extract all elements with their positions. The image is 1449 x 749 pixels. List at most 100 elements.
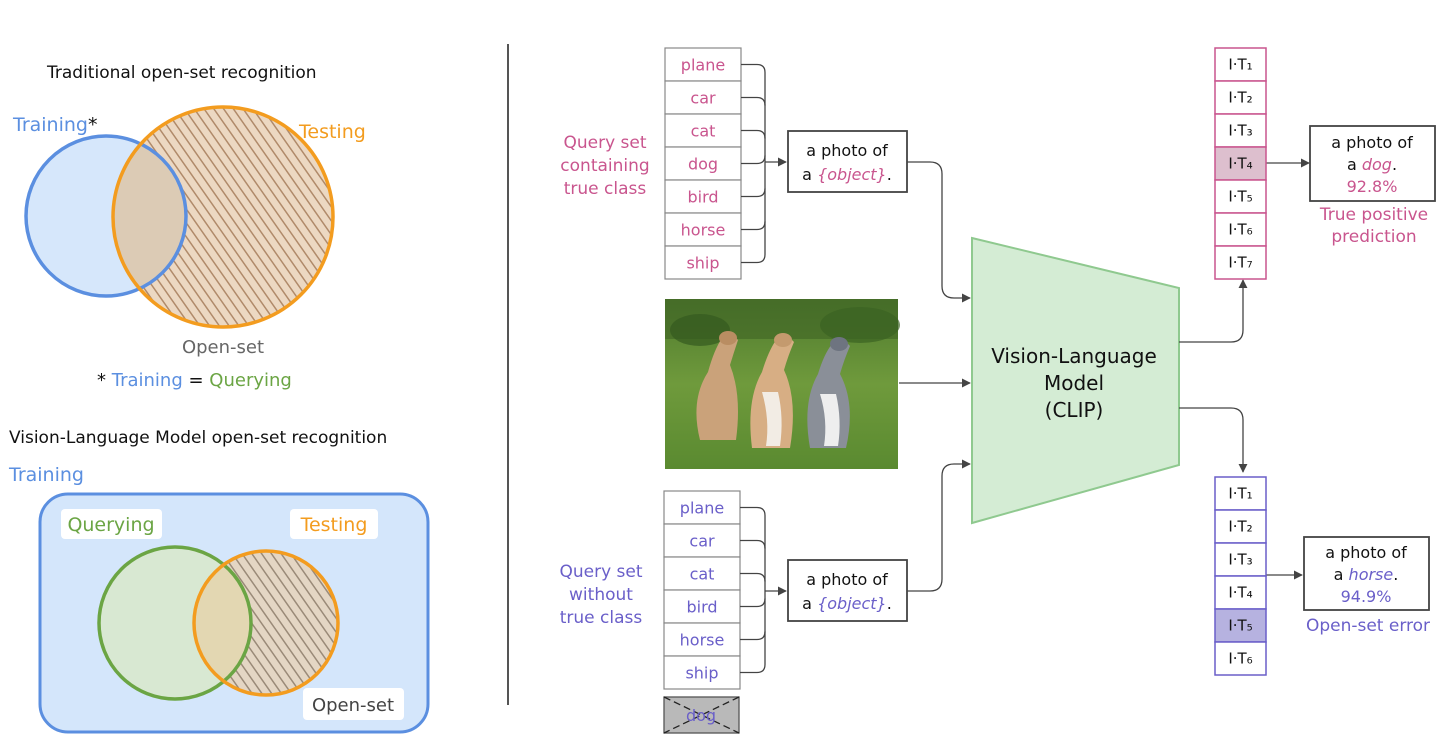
testing-circle <box>111 105 335 329</box>
bottom-score-label: I·T₄ <box>1228 584 1252 602</box>
traditional-footnote: * Training = Querying <box>97 370 292 391</box>
top-score-cell <box>1214 80 1267 115</box>
svg-text:Model: Model <box>1044 371 1104 395</box>
bottom-class-label: bird <box>686 598 717 617</box>
bottom-score-cell <box>1214 476 1267 511</box>
bottom-class-label: cat <box>690 565 715 584</box>
top-class-label: bird <box>687 188 718 207</box>
top-result-line1: a photo of <box>1331 133 1413 152</box>
open-set-label-bg <box>303 688 404 720</box>
bottom-score-cell <box>1214 608 1267 643</box>
bottom-class-label: plane <box>680 499 724 518</box>
top-class-label: horse <box>681 221 726 240</box>
querying-label-bg <box>61 509 162 539</box>
bottom-result-pct: 94.9% <box>1341 587 1392 606</box>
removed-class-box: dog <box>663 696 740 734</box>
vlm-open-set-label: Open-set <box>312 695 394 716</box>
top-score-column: I·T₁ I·T₂ I·T₃ I·T₄ I·T₅ I·T₆ I·T₇ <box>1214 47 1267 280</box>
top-score-label: I·T₁ <box>1228 56 1252 74</box>
training-circle <box>24 134 188 298</box>
bottom-class-list: plane car cat bird horse ship <box>663 490 741 690</box>
top-score-cell <box>1214 113 1267 148</box>
vlm-testing-label: Testing <box>300 514 368 536</box>
traditional-venn <box>24 105 335 329</box>
top-class-brackets <box>741 63 787 264</box>
top-score-label: I·T₂ <box>1228 89 1252 107</box>
bottom-score-cell <box>1214 641 1267 676</box>
bottom-score-label: I·T₂ <box>1228 518 1252 536</box>
removed-class-label: dog <box>686 706 716 725</box>
top-class-cell <box>664 47 742 82</box>
bottom-class-label: car <box>689 532 715 551</box>
vlm-testing-circle <box>192 549 340 697</box>
top-class-cell <box>664 113 742 148</box>
vlm-venn <box>97 545 340 701</box>
bottom-result-line1: a photo of <box>1325 543 1407 562</box>
bottom-result-line2: a horse. <box>1334 565 1399 584</box>
top-prompt-line1: a photo of <box>806 141 888 160</box>
top-class-label: ship <box>686 254 719 273</box>
bottom-class-label: ship <box>685 664 718 683</box>
top-class-cell <box>664 179 742 214</box>
top-score-label: I·T₅ <box>1228 188 1252 206</box>
vlm-querying-label: Querying <box>67 514 154 536</box>
top-score-cell <box>1214 47 1267 82</box>
svg-text:true class: true class <box>560 608 643 628</box>
svg-text:containing: containing <box>560 156 649 176</box>
bottom-query-label: Query set without true class <box>559 562 642 628</box>
top-query-label: Query set containing true class <box>560 133 649 199</box>
svg-text:true class: true class <box>564 179 647 199</box>
traditional-training-label: Training* <box>12 114 97 136</box>
top-score-cell <box>1214 212 1267 247</box>
connectors <box>899 158 1310 592</box>
traditional-title: Traditional open-set recognition <box>46 63 317 83</box>
bottom-score-label: I·T₆ <box>1228 650 1252 668</box>
traditional-open-set-label: Open-set <box>182 337 264 358</box>
svg-text:without: without <box>569 585 633 605</box>
dog-photo <box>665 299 900 469</box>
top-score-label: I·T₇ <box>1228 254 1252 272</box>
bottom-prompt-line2: a {object}. <box>802 594 892 613</box>
svg-text:(CLIP): (CLIP) <box>1045 398 1104 422</box>
top-prompt-line2: a {object}. <box>802 165 892 184</box>
querying-circle <box>97 545 253 701</box>
vlm-model-trapezoid <box>971 236 1180 525</box>
top-score-cell <box>1214 245 1267 280</box>
svg-text:Query set: Query set <box>559 562 642 582</box>
bottom-class-cell <box>663 589 741 624</box>
top-score-label: I·T₆ <box>1228 221 1252 239</box>
top-result-pct: 92.8% <box>1347 177 1398 196</box>
top-class-label: dog <box>688 155 718 174</box>
bottom-class-cell <box>663 556 741 591</box>
bottom-caption: Open-set error <box>1306 616 1430 636</box>
top-class-cell <box>664 245 742 280</box>
top-caption-line1: True positive <box>1319 205 1428 225</box>
traditional-testing-label: Testing <box>298 121 366 143</box>
bottom-class-label: horse <box>680 631 725 650</box>
top-class-label: car <box>690 89 716 108</box>
model-label: Vision-Language Model (CLIP) <box>991 344 1157 422</box>
svg-text:Vision-Language: Vision-Language <box>991 344 1157 368</box>
top-class-label: plane <box>681 56 725 75</box>
top-score-cell <box>1214 179 1267 214</box>
top-result-line2: a dog. <box>1347 155 1397 174</box>
bottom-prompt-line1: a photo of <box>806 570 888 589</box>
testing-label-bg <box>290 509 378 539</box>
top-class-label: cat <box>691 122 716 141</box>
bottom-score-label: I·T₁ <box>1228 485 1252 503</box>
top-score-label: I·T₃ <box>1228 122 1252 140</box>
bottom-score-label: I·T₃ <box>1228 551 1252 569</box>
vlm-title: Vision-Language Model open-set recogniti… <box>9 428 387 448</box>
top-class-list: plane car cat dog bird horse ship <box>664 47 742 280</box>
top-result-box <box>1309 125 1436 202</box>
bottom-score-cell <box>1214 509 1267 544</box>
bottom-result-box <box>1303 536 1430 611</box>
vlm-training-label: Training <box>8 464 84 486</box>
bottom-prompt-box <box>787 559 908 622</box>
top-score-label: I·T₄ <box>1228 155 1252 173</box>
bottom-score-column: I·T₁I·T₂I·T₃I·T₄I·T₅I·T₆ <box>1214 476 1267 676</box>
svg-text:Query set: Query set <box>563 133 646 153</box>
bottom-class-brackets <box>740 506 787 674</box>
top-caption-line2: prediction <box>1331 227 1416 247</box>
